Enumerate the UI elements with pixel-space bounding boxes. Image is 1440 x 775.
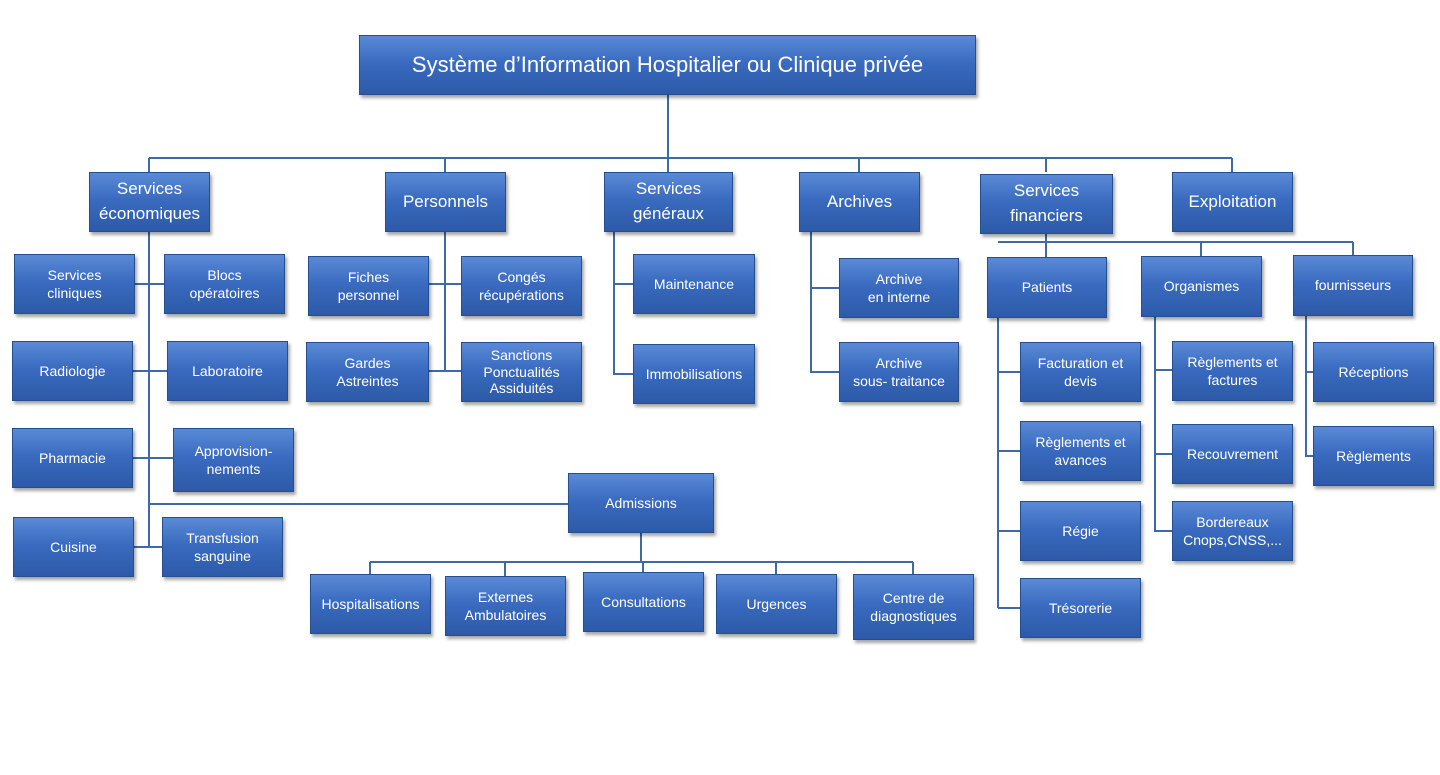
connector-financiers [998, 234, 1354, 257]
node-bordereaux: Bordereaux Cnops,CNSS,... [1172, 501, 1293, 561]
node-sanctions: Sanctions Ponctualités Assiduités [461, 342, 582, 402]
dept-services-economiques: Services économiques [89, 172, 210, 232]
dept-services-generaux: Services généraux [604, 172, 733, 232]
node-consultations: Consultations [583, 572, 704, 632]
node-archive-interne: Archive en interne [839, 258, 959, 318]
node-centre-diagnostiques: Centre de diagnostiques [853, 574, 974, 640]
node-patients: Patients [987, 257, 1107, 318]
dept-archives: Archives [799, 172, 920, 232]
node-externes-ambulatoires: Externes Ambulatoires [445, 576, 566, 636]
connector-generaux [613, 232, 633, 375]
node-admissions: Admissions [568, 473, 714, 533]
node-recouvrement: Recouvrement [1172, 424, 1293, 484]
node-services-cliniques: Services cliniques [14, 254, 135, 314]
node-fournisseurs: fournisseurs [1293, 255, 1413, 316]
dept-services-financiers: Services financiers [980, 174, 1113, 234]
node-archive-sous-traitance: Archive sous- traitance [839, 342, 959, 402]
node-urgences: Urgences [716, 574, 837, 634]
node-conges-recuperations: Congés récupérations [461, 256, 582, 316]
node-approvisionnements: Approvision- nements [173, 428, 294, 492]
root-node: Système d’Information Hospitalier ou Cli… [359, 35, 976, 95]
dept-personnels: Personnels [385, 172, 506, 232]
node-fiches-personnel: Fiches personnel [308, 256, 429, 316]
node-receptions: Réceptions [1313, 342, 1434, 402]
node-cuisine: Cuisine [13, 517, 134, 577]
node-tresorerie: Trésorerie [1020, 578, 1141, 638]
node-immobilisations: Immobilisations [633, 344, 755, 404]
node-transfusion-sanguine: Transfusion sanguine [162, 517, 283, 577]
node-radiologie: Radiologie [12, 341, 133, 401]
node-reglements: Règlements [1313, 426, 1434, 486]
node-reglements-avances: Règlements et avances [1020, 421, 1141, 481]
node-blocs-operatoires: Blocs opératoires [164, 254, 285, 314]
node-organismes: Organismes [1141, 256, 1262, 317]
dept-exploitation: Exploitation [1172, 172, 1293, 232]
node-pharmacie: Pharmacie [12, 428, 133, 488]
node-laboratoire: Laboratoire [167, 341, 288, 401]
node-reglements-factures: Règlements et factures [1172, 341, 1293, 401]
node-facturation-devis: Facturation et devis [1020, 342, 1141, 402]
node-maintenance: Maintenance [633, 254, 755, 314]
node-hospitalisations: Hospitalisations [310, 574, 431, 634]
connector-archives [810, 232, 839, 373]
node-gardes-astreintes: Gardes Astreintes [306, 342, 429, 402]
node-regie: Régie [1020, 501, 1141, 561]
